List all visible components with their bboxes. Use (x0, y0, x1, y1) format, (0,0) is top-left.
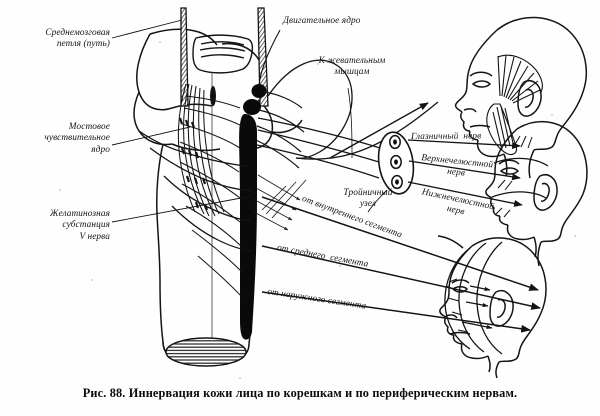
head-peripheral-nerves (485, 120, 588, 267)
label-ophthalmic-nerve: Глазничный нерв (411, 131, 482, 142)
motor-nucleus (251, 84, 267, 98)
head-masticatory (454, 16, 588, 179)
label-mesencephalic-tract: Среднемозговая петля (путь) (45, 28, 110, 50)
trigeminal-ganglion (377, 131, 415, 195)
masseter-muscle (486, 103, 518, 156)
brainstem-group (59, 7, 588, 379)
label-to-masticatory-muscles: К жевательным мышцам (318, 56, 386, 78)
spinal-cord-cross-section (165, 337, 247, 367)
inner-segment-arrow (261, 196, 539, 291)
trigeminal-root (256, 117, 381, 179)
label-gelatinous-substance: Желатинозная субстанция V нерва (49, 209, 110, 242)
head-onion-skin-upper (439, 237, 547, 379)
midbrain-block (192, 34, 254, 74)
outer-segment-arrow (261, 291, 531, 333)
paper-speckle (59, 41, 576, 379)
leader-masticatory-label (347, 87, 353, 159)
figure-caption: Рис. 88. Иннервация кожи лица по корешка… (82, 386, 518, 400)
label-trigeminal-ganglion: Тройничный узел (343, 188, 393, 210)
fiber-ticks-left (178, 117, 209, 211)
mandibular-nerve-line (407, 181, 523, 207)
mesencephalic-tract-right (257, 7, 269, 107)
efferent-root-fibers (255, 91, 305, 169)
pons-lower-contours (138, 130, 253, 252)
temporalis-muscle-fan (497, 54, 543, 104)
head-onion-skin-lower (437, 235, 464, 249)
label-motor-nucleus: Двигательное ядро (283, 16, 361, 26)
leader-lines-left (111, 19, 253, 223)
pontine-sensory-nucleus (243, 99, 261, 115)
leader-trigeminal-ganglion (367, 189, 388, 213)
gelatinous-substance-column (239, 114, 257, 340)
masticatory-arrow (329, 102, 429, 159)
maxillary-nerve-line (408, 160, 521, 181)
middle-segment-arrow (261, 245, 541, 310)
label-pontine-sensory-nucleus: Мостовое чувствительное ядро (44, 122, 110, 155)
mesencephalic-tract-left (180, 7, 189, 107)
leader-motor-nucleus (258, 29, 281, 87)
segment-arrow-tips (461, 285, 493, 330)
segment-convergence-fibers (253, 174, 307, 231)
solitary-nucleus-spot (210, 86, 216, 106)
